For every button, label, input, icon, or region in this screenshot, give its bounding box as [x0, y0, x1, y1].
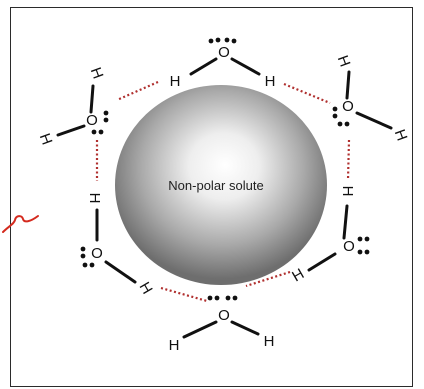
bond-upper-left-1 — [89, 84, 95, 114]
lone-pairs — [80, 37, 370, 301]
hydrogen-bottom-right: H — [264, 333, 275, 350]
hydrogen-lower-left-top: H — [86, 193, 103, 204]
hydrogen-upper-left-side: H — [36, 131, 56, 147]
hydrogen-top-left: H — [170, 73, 181, 90]
hydrogen-bonds — [95, 80, 351, 303]
hydrogen-lower-right-bottom: H — [289, 265, 307, 285]
hbond-top-left — [116, 80, 159, 102]
bond-top-1 — [189, 57, 218, 76]
non-polar-solute-sphere — [115, 85, 327, 285]
oxygen-upper-left: O — [86, 112, 98, 129]
red-annotation-mark — [2, 215, 39, 233]
covalent-bonds — [56, 57, 393, 339]
hbond-bottom-left — [160, 286, 208, 303]
bond-bottom-1 — [182, 320, 218, 339]
bond-upper-right-1 — [345, 70, 351, 100]
hbond-bottom-right — [245, 270, 291, 288]
bond-bottom-2 — [230, 320, 260, 336]
hydrogen-lower-right-top: H — [339, 186, 356, 197]
bond-upper-right-2 — [355, 111, 393, 130]
hydrogen-top-right: H — [265, 73, 276, 90]
hbond-top-right — [283, 82, 331, 105]
solute-label: Non-polar solute — [168, 178, 263, 193]
oxygen-bottom: O — [218, 307, 230, 324]
bond-top-2 — [230, 57, 261, 76]
bond-lower-right-1 — [342, 204, 349, 240]
oxygen-top: O — [218, 44, 230, 61]
bond-lower-left-2 — [104, 260, 137, 284]
bond-upper-left-2 — [56, 124, 86, 137]
oxygen-upper-right: O — [342, 98, 354, 115]
hydrogen-lower-left-bottom: H — [135, 279, 155, 297]
hydrogen-upper-right-top: H — [334, 53, 354, 69]
bond-lower-right-2 — [307, 252, 337, 272]
diagram-frame — [10, 7, 413, 387]
hydrogen-upper-right-side: H — [391, 127, 411, 143]
hbond-right — [346, 139, 351, 181]
hydrogen-upper-left-top: H — [87, 65, 107, 81]
oxygen-lower-left: O — [91, 245, 103, 262]
oxygen-lower-right: O — [343, 238, 355, 255]
hydrogen-bottom-left: H — [169, 337, 180, 354]
